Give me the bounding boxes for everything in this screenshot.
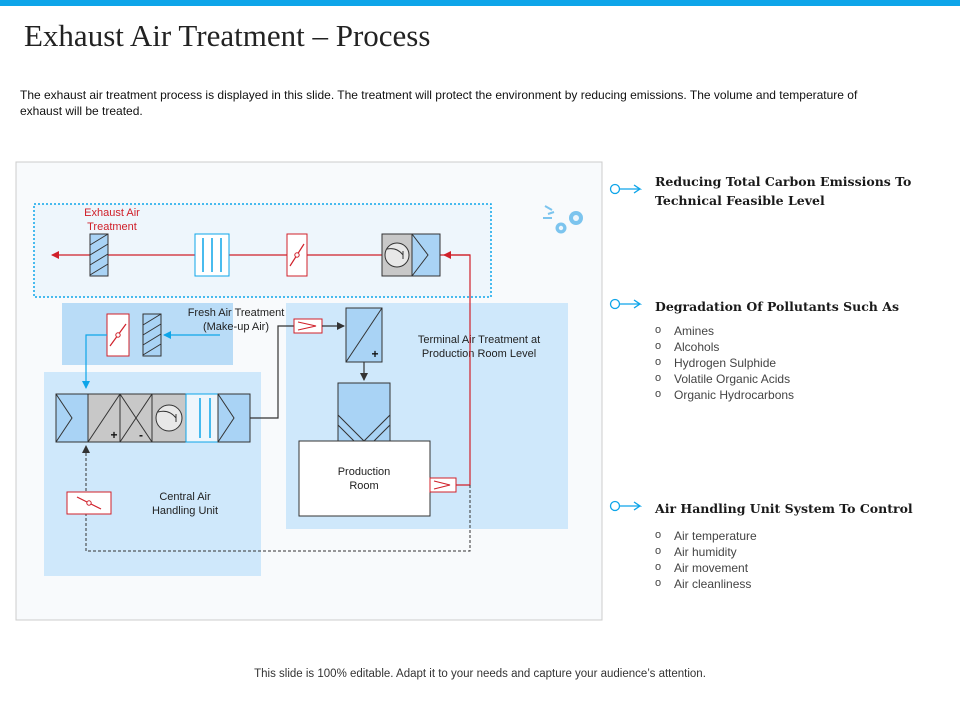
terminal-plus-sign: + [371, 347, 378, 361]
exhaust-filter-hatch [89, 233, 109, 276]
terminal-label-line2: Production Room Level [422, 348, 536, 360]
list-item: Alcohols [655, 338, 794, 355]
production-room [298, 440, 431, 517]
list-item: Hydrogen Sulphide [655, 354, 794, 371]
list-item: Air movement [655, 559, 757, 576]
terminal-damper [293, 318, 323, 334]
exhaust-fan [384, 242, 410, 268]
ahu-plus-sign: + [110, 428, 117, 442]
list-item: Air temperature [655, 527, 757, 544]
exhaust-label-line1: Exhaust Air [84, 207, 140, 219]
production-room-label-line2: Room [349, 480, 378, 492]
fresh-air-to-ahu-line [82, 334, 107, 389]
exhaust-label-line2: Treatment [87, 221, 137, 233]
gear-icon [543, 205, 583, 234]
page-title: Exhaust Air Treatment – Process [24, 18, 431, 53]
list-item: Air humidity [655, 543, 757, 560]
central-ahu-label-line1: Central Air [159, 491, 211, 503]
control-list: Air temperature Air humidity Air movemen… [655, 527, 757, 592]
terminal-diffuser [337, 382, 391, 442]
room-extract-damper [429, 477, 457, 493]
list-item: Volatile Organic Acids [655, 370, 794, 387]
pin-connector-icon [609, 500, 643, 512]
pin-connector-icon [609, 298, 643, 310]
pin-connector-icon [609, 183, 643, 195]
exhaust-riser-line [443, 251, 471, 486]
ahu-to-terminal-line [250, 325, 294, 419]
air-handling-unit [55, 393, 251, 443]
fresh-label-line2: (Make-up Air) [203, 321, 269, 333]
list-item: Air cleanliness [655, 575, 757, 592]
production-room-label-line1: Production [338, 466, 391, 478]
key-point-heading: Reducing Total Carbon Emissions To Techn… [655, 174, 912, 208]
list-item: Amines [655, 322, 794, 339]
footer-note: This slide is 100% editable. Adapt it to… [254, 668, 706, 680]
exhaust-diffuser [411, 233, 441, 277]
central-ahu-label-line2: Handling Unit [152, 505, 218, 517]
ahu-minus-sign: - [139, 428, 143, 442]
key-point-heading: Air Handling Unit System To Control [655, 501, 913, 516]
top-accent-bar [0, 0, 960, 6]
fresh-label-line1: Fresh Air Treatment [188, 307, 285, 319]
terminal-label-line1: Terminal Air Treatment at [418, 334, 540, 346]
pollutant-list: Amines Alcohols Hydrogen Sulphide Volati… [655, 322, 794, 403]
key-point-heading: Degradation Of Pollutants Such As [655, 299, 899, 314]
intro-description: The exhaust air treatment process is dis… [20, 88, 858, 118]
list-item: Organic Hydrocarbons [655, 386, 794, 403]
